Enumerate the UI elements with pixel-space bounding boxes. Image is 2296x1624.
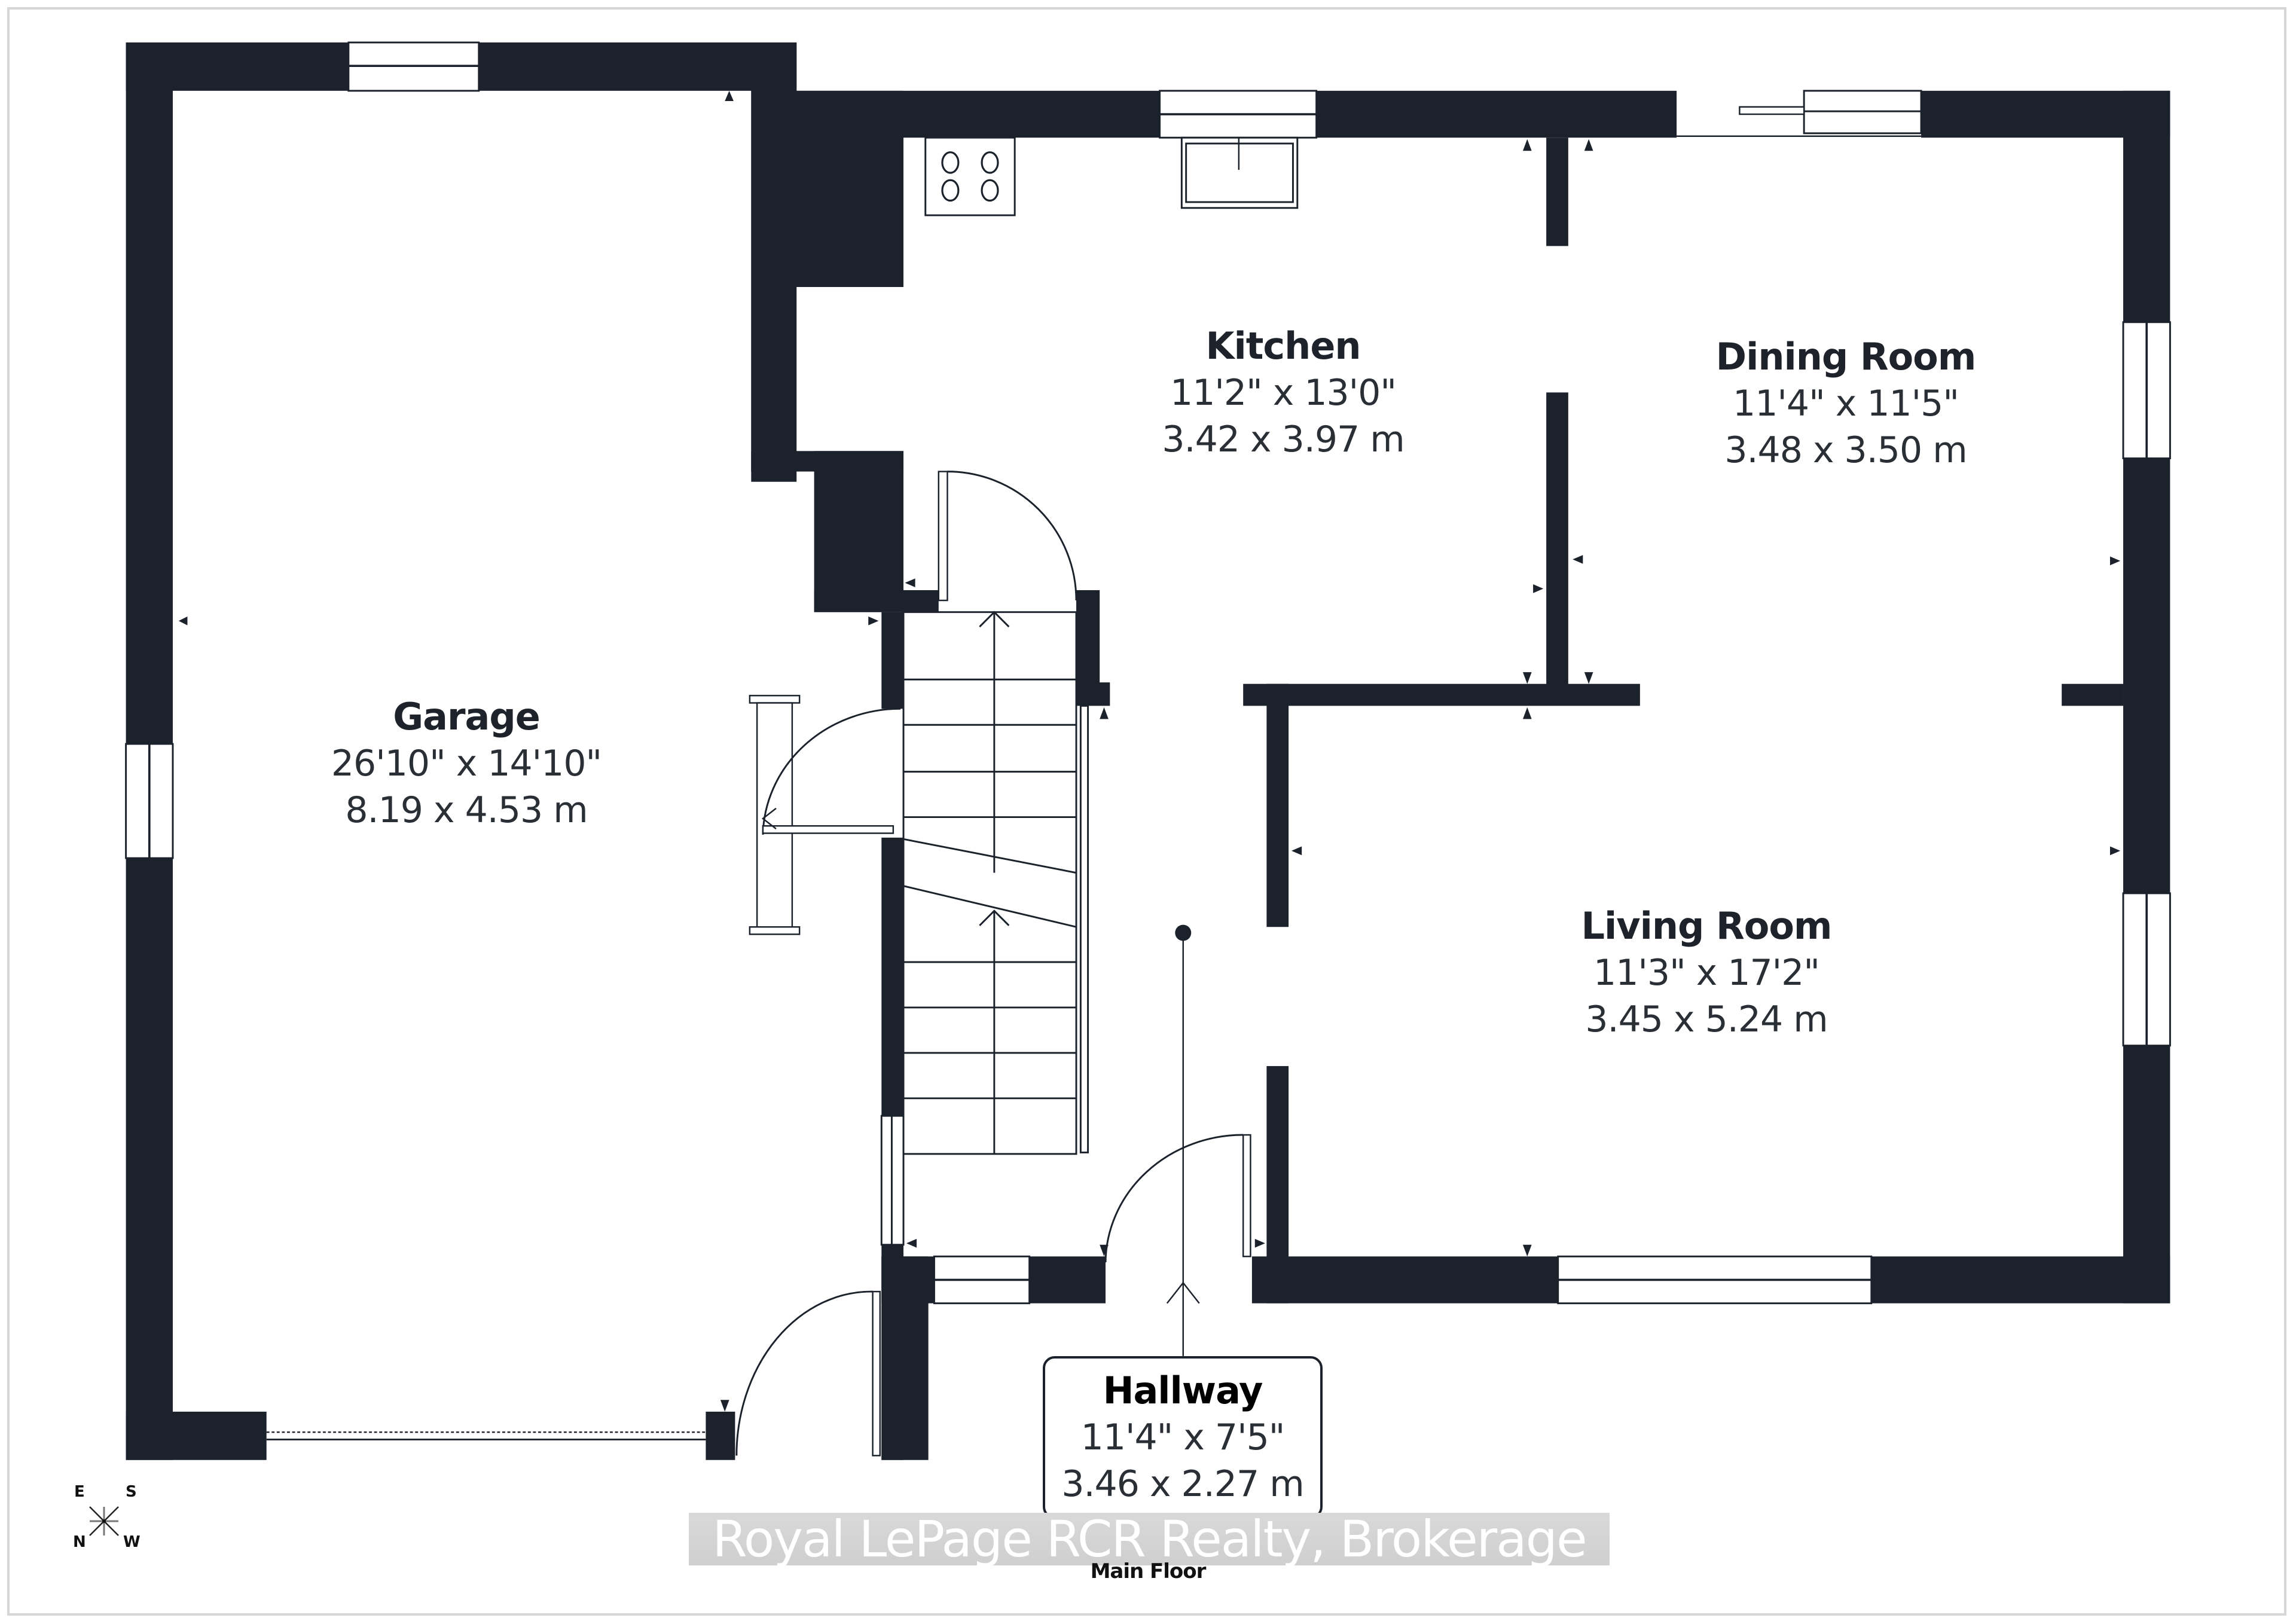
room-name: Hallway: [1103, 1369, 1263, 1412]
kitchen-door: [938, 471, 1077, 602]
garage-walls: [126, 42, 797, 1460]
watermark: Royal LePage RCR Realty, Brokerage: [689, 1510, 1610, 1568]
room-name: Living Room: [1581, 904, 1832, 948]
compass-label-w: W: [123, 1533, 141, 1551]
room-name: Garage: [393, 695, 541, 738]
kitchen-window: [1159, 90, 1318, 139]
entry-arrow-icon: [1166, 924, 1200, 1356]
room-name: Kitchen: [1205, 324, 1361, 368]
compass-label-n: N: [73, 1533, 86, 1551]
compass-icon: E S N W: [66, 1483, 155, 1561]
compass-star-icon: [89, 1506, 119, 1536]
watermark-text: Royal LePage RCR Realty, Brokerage: [712, 1510, 1587, 1568]
kitchen-dining-divider: [1546, 392, 1568, 686]
living-kitchen-divider: [1243, 683, 1640, 706]
front-door: [1104, 1134, 1251, 1263]
room-dim-metric: 3.42 x 3.97 m: [1162, 419, 1405, 460]
garage-interior-door: [749, 695, 901, 935]
room-label-kitchen: Kitchen 11'2" x 13'0" 3.42 x 3.97 m: [1162, 323, 1405, 463]
stair-window: [880, 1115, 905, 1246]
room-dim-imperial: 11'3" x 17'2": [1593, 952, 1820, 994]
sink-icon: [1180, 136, 1299, 209]
room-dim-imperial: 11'4" x 11'5": [1733, 383, 1959, 425]
dimension-markers: [178, 90, 2121, 1412]
stairs-icon: [902, 610, 1089, 1155]
room-dim-metric: 3.45 x 5.24 m: [1585, 999, 1828, 1040]
room-name: Dining Room: [1715, 335, 1977, 378]
room-label-garage: Garage 26'10" x 14'10" 8.19 x 4.53 m: [331, 694, 602, 834]
living-left-wall-upper: [1266, 683, 1289, 927]
room-dim-imperial: 11'4" x 7'5": [1080, 1417, 1286, 1458]
stove-icon: [924, 136, 1016, 216]
room-label-living: Living Room 11'3" x 17'2" 3.45 x 5.24 m: [1581, 903, 1832, 1043]
hallway-window: [933, 1255, 1031, 1305]
compass-label-s: S: [126, 1483, 137, 1501]
room-label-hallway: Hallway 11'4" x 7'5" 3.46 x 2.27 m: [1043, 1356, 1323, 1519]
room-dim-imperial: 11'2" x 13'0": [1170, 372, 1397, 414]
room-label-dining: Dining Room 11'4" x 11'5" 3.48 x 3.50 m: [1715, 334, 1977, 474]
living-bottom-wall: [1251, 1255, 2170, 1305]
room-dim-metric: 3.48 x 3.50 m: [1724, 429, 1967, 471]
garage-left-window: [125, 743, 174, 859]
garage-overhead-door: [266, 1431, 706, 1440]
floor-label: Main Floor: [1090, 1559, 1207, 1583]
kitchen-dining-divider-top: [1546, 138, 1568, 246]
image-frame: [7, 7, 2286, 1616]
garage-top-window: [347, 41, 480, 92]
room-dim-metric: 3.46 x 2.27 m: [1061, 1463, 1304, 1505]
garage-side-door: [735, 1290, 881, 1457]
room-dim-metric: 8.19 x 4.53 m: [345, 789, 588, 831]
compass-label-e: E: [74, 1483, 85, 1501]
dining-sliding-door: [1677, 90, 1922, 137]
stair-walls: [881, 590, 1110, 1460]
room-dim-imperial: 26'10" x 14'10": [331, 743, 602, 784]
right-wall: [2062, 90, 2171, 1304]
